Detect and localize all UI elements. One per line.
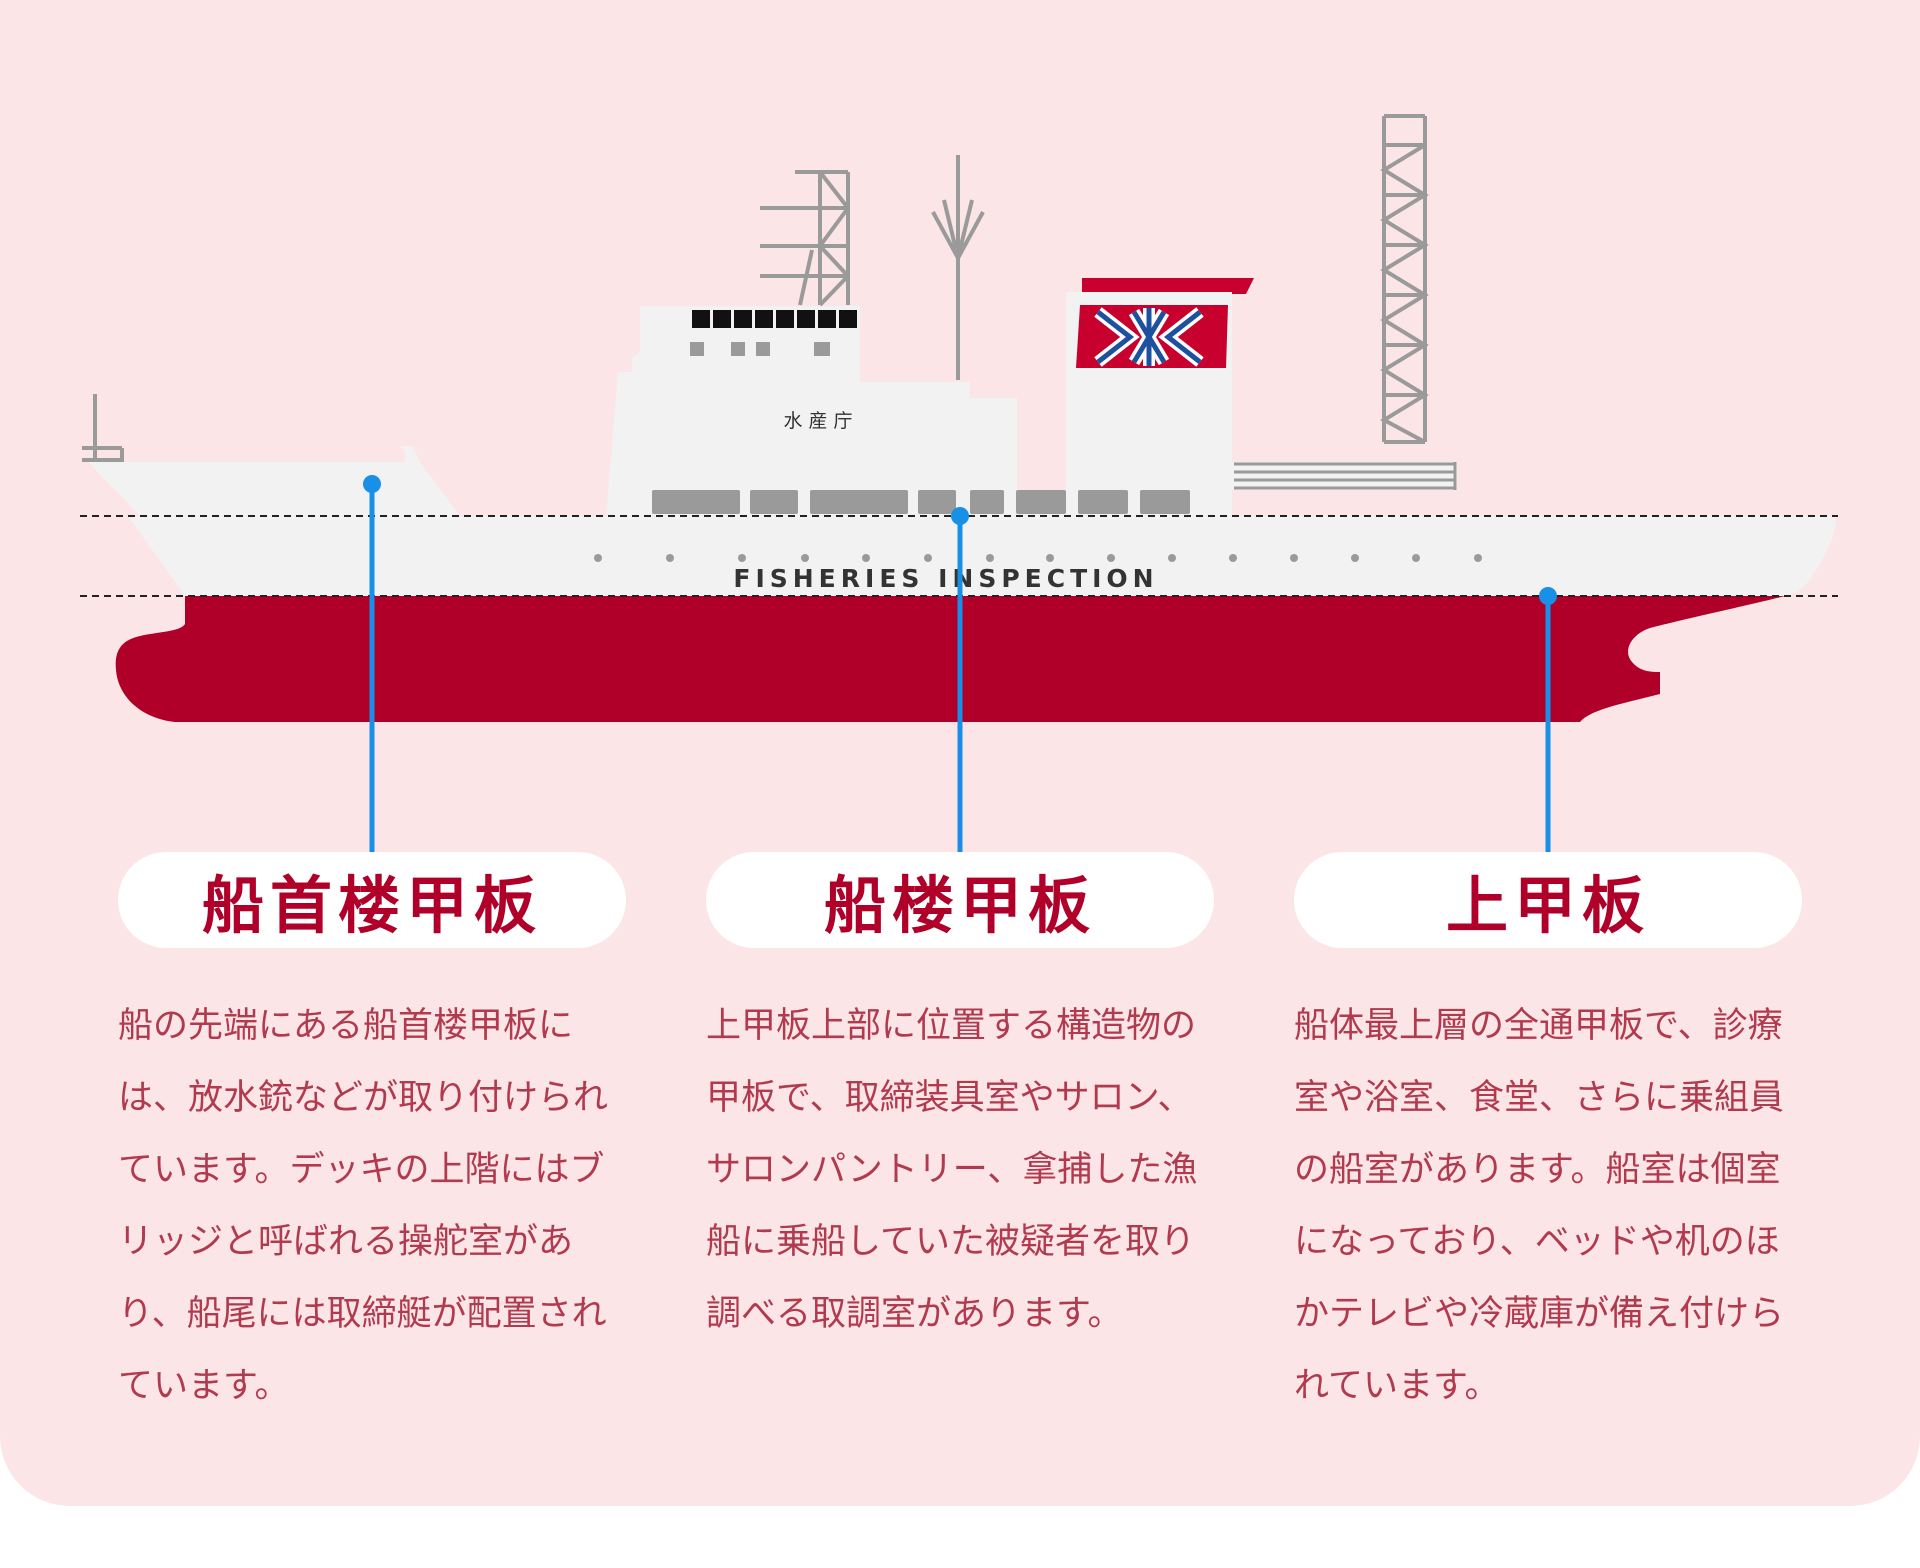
callout-upper-deck bbox=[1539, 587, 1557, 856]
upper-deck-description: 船体最上層の全通甲板で、診療室や浴室、食堂、さらに乗組員の船室があります。船室は… bbox=[1294, 1006, 1785, 1406]
forecastle-deck-title: 船首楼甲板 bbox=[118, 852, 626, 948]
hull-portholes bbox=[594, 554, 1482, 562]
superstructure bbox=[606, 306, 1070, 516]
agency-label: 水 産 庁 bbox=[783, 410, 852, 432]
saloon-windows bbox=[652, 490, 1190, 514]
bow-railing bbox=[82, 394, 124, 464]
bridge-deck-description: 上甲板上部に位置する構造物の甲板で、取締装具室やサロン、サロンパントリー、拿捕し… bbox=[706, 1006, 1198, 1334]
hull-lower bbox=[115, 596, 1786, 722]
forecastle-deck-description: 船の先端にある船首楼甲板には、放水銃などが取り付けられています。デッキの上階には… bbox=[118, 1006, 609, 1406]
small-portholes bbox=[690, 342, 830, 356]
hull-label: FISHERIES INSPECTION bbox=[733, 564, 1158, 593]
hull-upper bbox=[128, 516, 1836, 596]
forward-lattice-mast bbox=[760, 170, 850, 307]
callout-bridge-deck bbox=[951, 507, 969, 856]
upper-deck-title: 上甲板 bbox=[1294, 852, 1802, 948]
bridge-deck-title: 船楼甲板 bbox=[706, 852, 1214, 948]
forecastle bbox=[88, 446, 460, 516]
aft-lattice-mast bbox=[1379, 114, 1429, 444]
ship-illustration: 水 産 庁 bbox=[80, 114, 1838, 856]
funnel-emblem bbox=[1094, 307, 1204, 367]
bridge-windows bbox=[692, 310, 857, 328]
antenna bbox=[931, 155, 985, 380]
callout-forecastle bbox=[363, 475, 381, 856]
aft-railing bbox=[1232, 462, 1457, 490]
deck-diagram-panel: 水 産 庁 bbox=[0, 0, 1920, 1506]
funnel bbox=[1066, 278, 1254, 524]
